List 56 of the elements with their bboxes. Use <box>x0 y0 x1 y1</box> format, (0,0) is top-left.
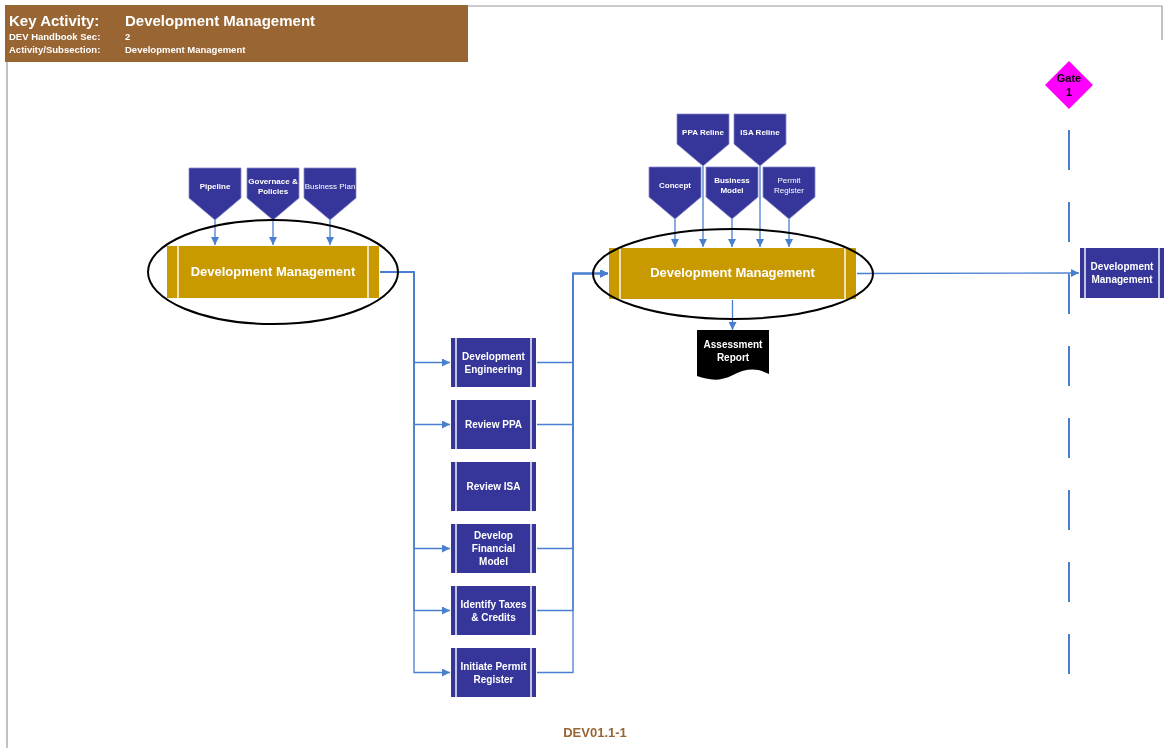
connector-arrow <box>699 165 707 248</box>
node-label: Permit Register <box>773 175 805 197</box>
node-label: Gate 1 <box>1055 70 1083 100</box>
subprocess-box <box>1079 247 1165 299</box>
header-text: Activity/Subsection: <box>9 43 102 56</box>
node-label: Business Model <box>713 175 751 197</box>
node-label: Pipeline <box>199 181 231 193</box>
node-label: Review ISA <box>465 480 522 493</box>
node-label: Development Engineering <box>461 349 526 376</box>
connector-arrow <box>536 269 609 674</box>
header-text: Development Management <box>125 11 317 30</box>
input-pentagon <box>304 168 356 220</box>
connector-arrow <box>728 218 736 248</box>
input-pentagon <box>763 167 815 219</box>
connector-arrow <box>269 219 277 246</box>
node-label: Develop Financial Model <box>470 529 517 568</box>
input-pentagon <box>734 114 786 166</box>
node-label: Identify Taxes & Credits <box>459 597 528 624</box>
node-label: Concept <box>659 180 691 192</box>
connector-arrow <box>785 218 793 248</box>
subprocess-box <box>450 647 537 698</box>
document-shape <box>697 330 769 380</box>
input-pentagon <box>649 167 701 219</box>
subprocess-box <box>450 399 537 450</box>
connector-arrow <box>728 299 737 331</box>
node-label: Development Management <box>190 263 356 281</box>
node-label: ISA Reline <box>740 127 780 139</box>
header-text: Key Activity: <box>9 11 101 30</box>
process-box <box>166 245 380 299</box>
input-pentagon <box>677 114 729 166</box>
header-text: DEV Handbook Sec: <box>9 30 102 43</box>
node-label: Development Management <box>1089 260 1155 286</box>
connector-arrow <box>856 269 1080 277</box>
node-label: Review PPA <box>463 418 524 431</box>
connector-arrow <box>211 219 219 246</box>
input-pentagon <box>706 167 758 219</box>
subprocess-box <box>450 585 537 636</box>
input-pentagon <box>189 168 241 220</box>
connector-arrow <box>756 165 764 248</box>
diagram-id: DEV01.1-1 <box>562 725 628 740</box>
node-label: Development Management <box>650 265 815 282</box>
subprocess-box <box>450 461 537 512</box>
node-label: PPA Reline <box>682 127 724 139</box>
connector-arrow <box>671 218 679 248</box>
header-text: Development Management <box>125 43 247 56</box>
header-text: 2 <box>125 30 132 43</box>
node-label: Initiate Permit Register <box>459 659 528 686</box>
node-label: Governace & Policies <box>247 176 299 198</box>
gate-diamond <box>1045 61 1093 109</box>
process-box <box>608 247 857 300</box>
subprocess-box <box>450 523 537 574</box>
node-label: Business Plan <box>304 181 356 193</box>
subprocess-box <box>450 337 537 388</box>
node-label: Assessment Report <box>702 338 764 365</box>
connector-arrow <box>326 219 334 246</box>
input-pentagon <box>247 168 299 220</box>
